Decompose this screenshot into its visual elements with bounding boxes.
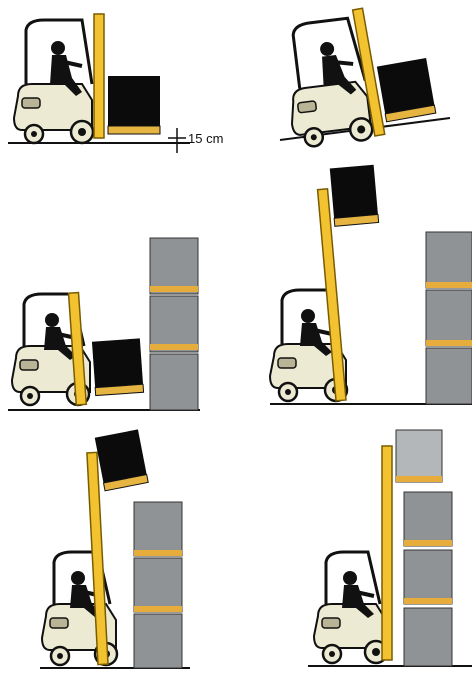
- load: [330, 165, 378, 219]
- step-6-load-placed: [236, 420, 472, 674]
- rack-stack: [396, 430, 452, 666]
- step-4-lift-load: [236, 160, 472, 420]
- step-1-travel-lowered: 15 cm: [0, 0, 236, 160]
- load: [95, 429, 147, 483]
- mast: [382, 446, 392, 660]
- load: [377, 58, 435, 114]
- load: [92, 338, 143, 387]
- rack-stack: [150, 238, 198, 410]
- step-2-travel-ramp: [236, 0, 472, 160]
- pallet: [108, 126, 160, 134]
- step-5-raise-above-rack: [0, 420, 236, 674]
- step-3-approach-rack: [0, 160, 236, 420]
- forklift: [314, 552, 387, 663]
- forklift: [8, 14, 190, 143]
- load: [108, 76, 160, 126]
- clearance-marker: [168, 128, 186, 153]
- rack-stack: [134, 502, 182, 668]
- rack-stack: [426, 232, 472, 404]
- mast: [94, 14, 104, 138]
- clearance-label: 15 cm: [188, 131, 223, 146]
